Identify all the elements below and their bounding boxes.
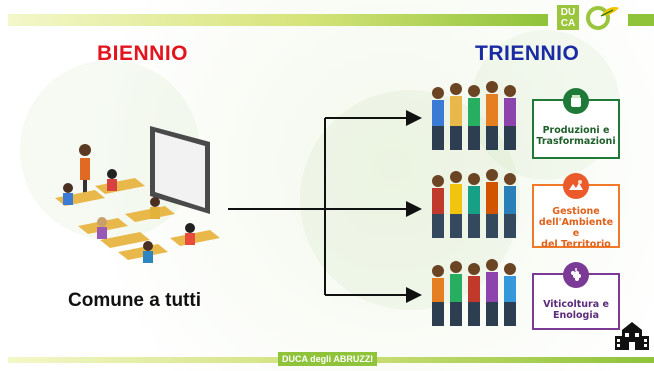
logo-line-2: CA bbox=[560, 18, 576, 29]
students-group-3 bbox=[432, 259, 516, 326]
logo-line-1: DU bbox=[560, 7, 576, 18]
course-3-line-2: Enologia bbox=[552, 310, 600, 321]
duca-logo: DU CA bbox=[557, 5, 579, 30]
leaf-logo-icon bbox=[586, 6, 619, 30]
school-building-icon bbox=[615, 322, 649, 350]
food-jar-icon bbox=[563, 88, 589, 114]
heading-biennio: BIENNIO bbox=[97, 42, 189, 65]
footer-label: DUCA degli ABRUZZI bbox=[278, 352, 377, 366]
background-leaf bbox=[300, 90, 520, 310]
students-group-2 bbox=[432, 169, 516, 238]
heading-triennio: TRIENNIO bbox=[475, 42, 580, 65]
course-2-line-1: Gestione bbox=[552, 206, 600, 217]
course-gestione-ambiente: Gestione dell'Ambiente e del Territorio bbox=[532, 173, 620, 250]
course-1-line-1: Produzioni e bbox=[542, 125, 610, 136]
course-1-line-2: Trasformazioni bbox=[536, 136, 616, 147]
top-bar-tail bbox=[628, 14, 654, 26]
classroom-illustration bbox=[55, 126, 220, 263]
top-gradient-bar bbox=[8, 14, 548, 26]
course-2-line-2: dell'Ambiente e bbox=[538, 217, 614, 239]
course-viticoltura: Viticoltura e Enologia bbox=[532, 262, 620, 330]
flow-arrows bbox=[228, 110, 422, 303]
caption-common: Comune a tutti bbox=[68, 290, 201, 311]
grapes-icon bbox=[563, 262, 589, 288]
course-3-line-1: Viticoltura e bbox=[543, 299, 609, 310]
landscape-icon bbox=[563, 173, 589, 199]
course-produzioni: Produzioni e Trasformazioni bbox=[532, 88, 620, 159]
course-2-line-3: del Territorio bbox=[541, 239, 611, 250]
students-group-1 bbox=[432, 81, 516, 150]
